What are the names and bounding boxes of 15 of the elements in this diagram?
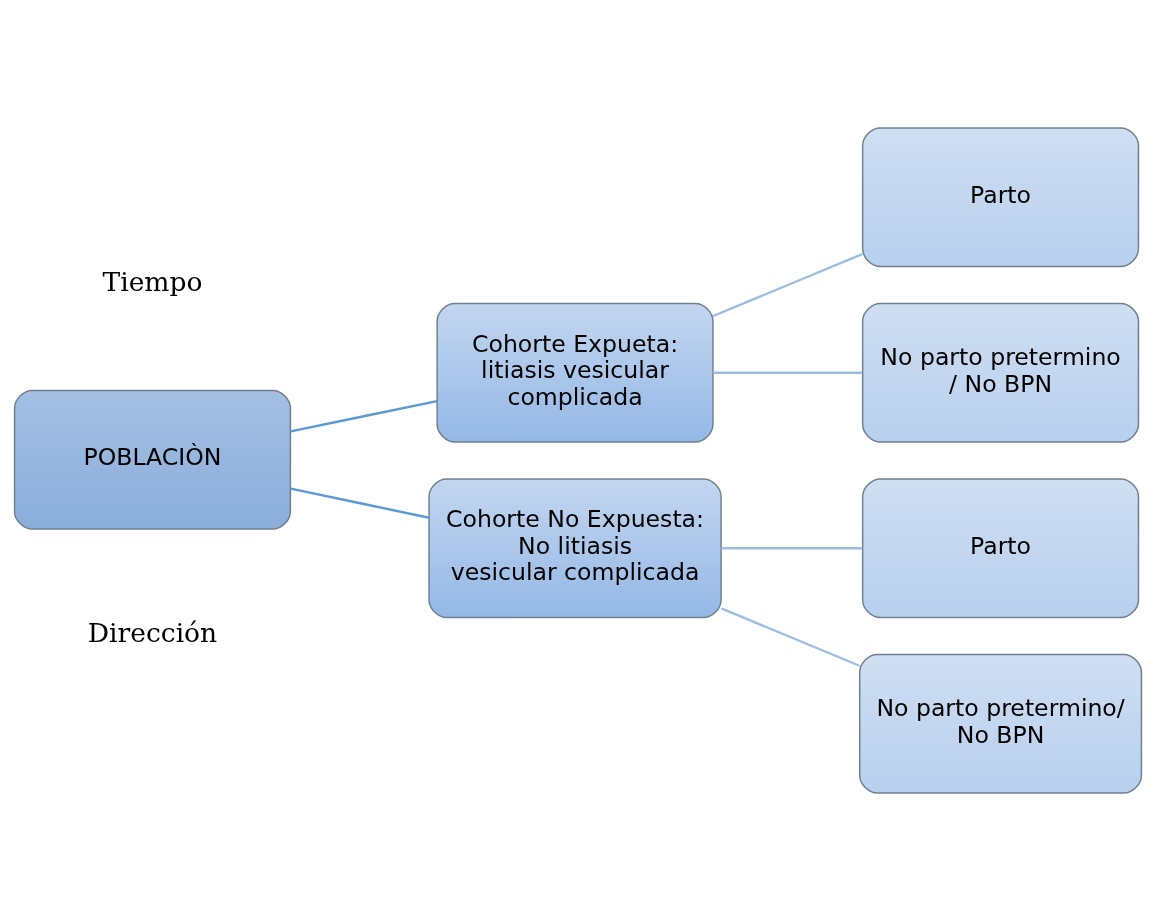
label: Dirección bbox=[87, 616, 218, 648]
connector bbox=[290, 487, 430, 519]
connector bbox=[720, 607, 860, 667]
connector bbox=[713, 371, 863, 374]
node-box: Parto bbox=[861, 478, 1140, 619]
node-box: Cohorte Expueta: litiasis vesicular complicada bbox=[436, 302, 714, 443]
connector bbox=[712, 252, 863, 318]
node-box: No parto pretermino / No BPN bbox=[861, 302, 1140, 443]
node-box: Parto bbox=[861, 127, 1140, 268]
label: Tiempo bbox=[102, 265, 203, 297]
node-box: No parto pretermino/ No BPN bbox=[858, 653, 1143, 794]
connector bbox=[290, 399, 438, 433]
connector bbox=[721, 547, 863, 550]
node-box: POBLACIÒN bbox=[13, 389, 292, 530]
node-box: Cohorte No Expuesta: No litiasis vesicular complicada bbox=[428, 478, 722, 619]
